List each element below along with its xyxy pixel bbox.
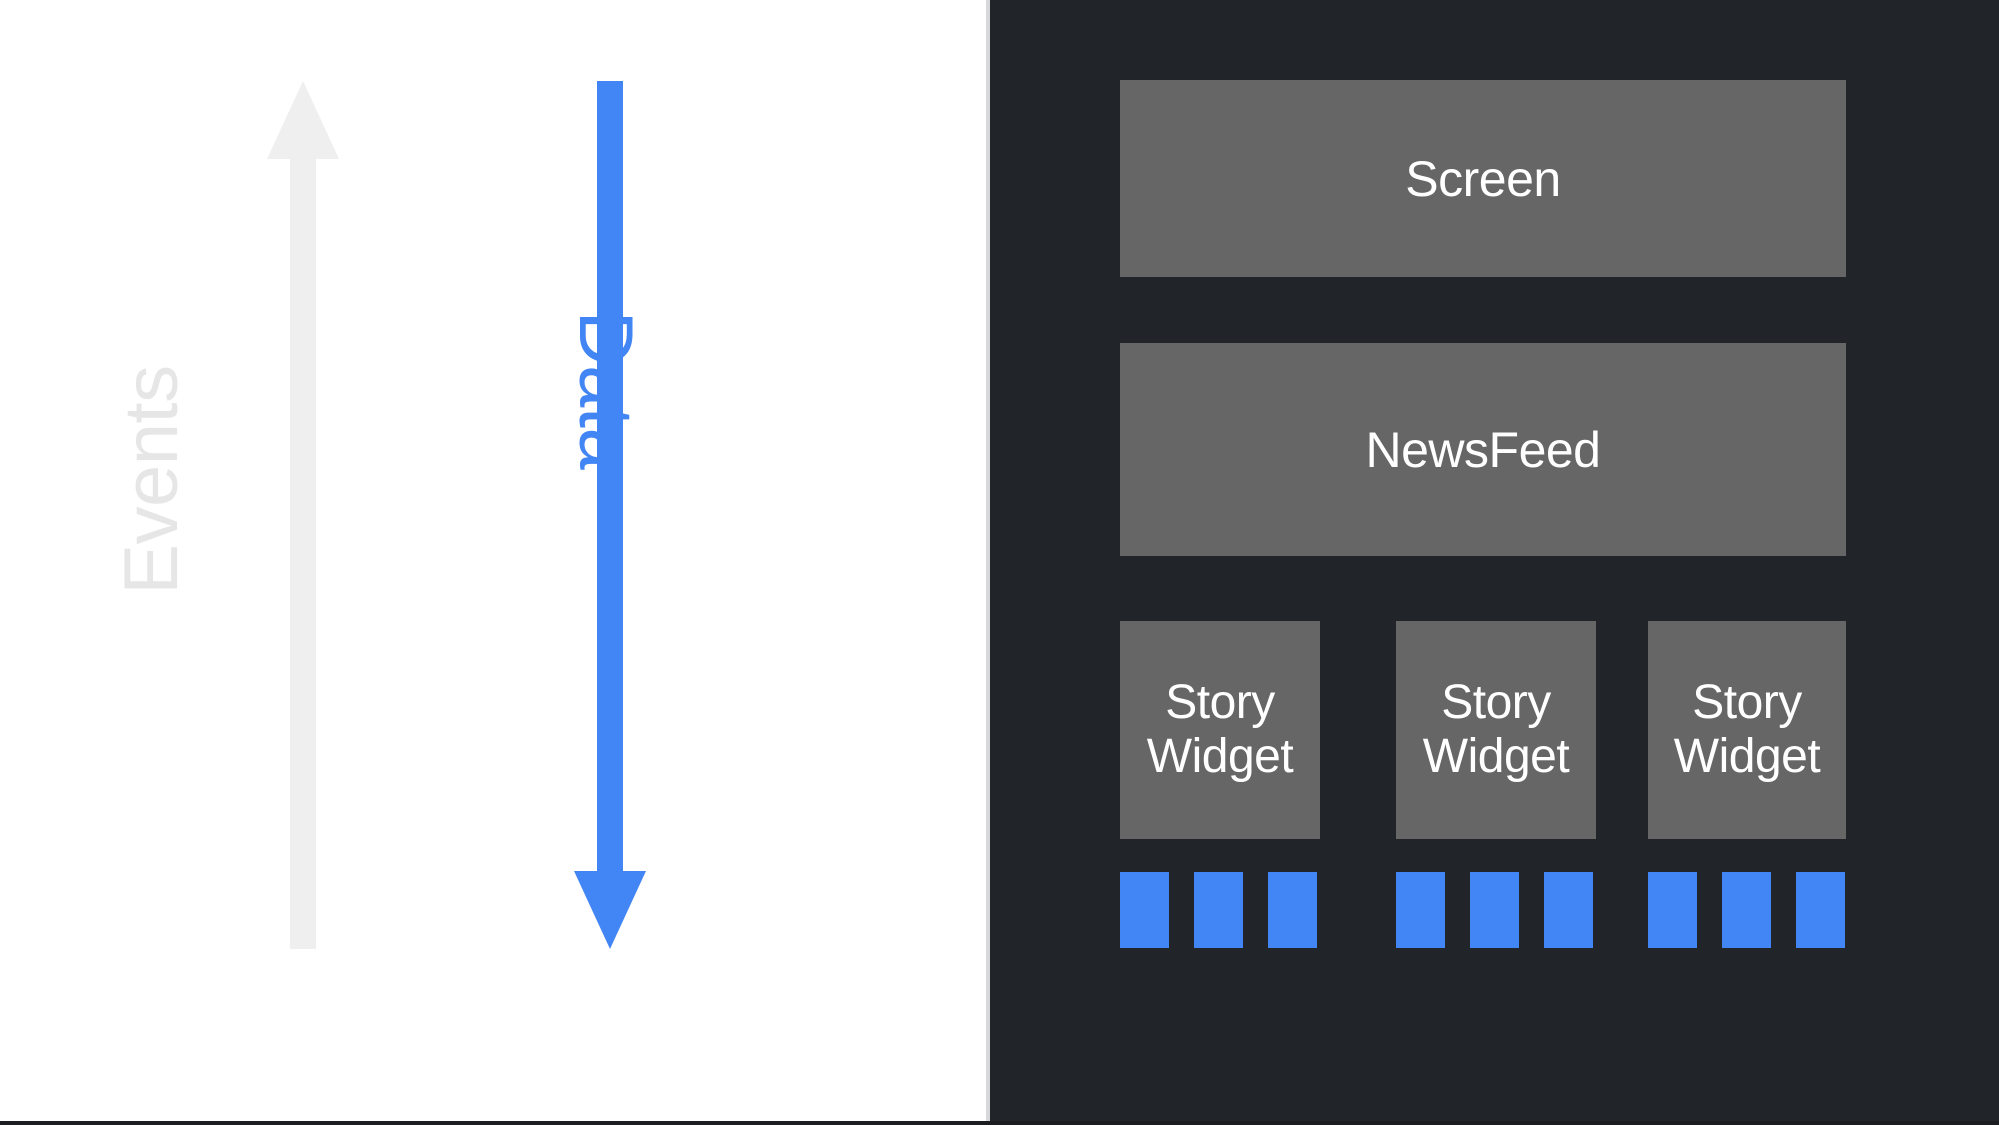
leaf-node [1544, 872, 1593, 948]
pane-divider [986, 0, 990, 1122]
story-widget-line1: Story [1692, 676, 1802, 730]
node-screen: Screen [1120, 80, 1846, 277]
events-flow-label: Events [109, 365, 194, 595]
leaf-node [1120, 872, 1169, 948]
node-newsfeed: NewsFeed [1120, 343, 1846, 556]
story-widget-line2: Widget [1146, 730, 1294, 783]
leaf-node [1268, 872, 1317, 948]
story-widget-line1: Story [1165, 676, 1275, 730]
leaf-node [1796, 872, 1845, 948]
data-arrow-icon [574, 81, 646, 949]
story-widget-line2: Widget [1422, 730, 1570, 783]
story-widget-line2: Widget [1673, 730, 1821, 783]
leaf-node [1396, 872, 1445, 948]
bottom-rule [0, 1121, 1999, 1125]
events-arrow-icon [267, 81, 339, 949]
leaf-node [1470, 872, 1519, 948]
data-flow-label: Data [563, 310, 648, 470]
flow-arrows-pane: Events Data [0, 0, 988, 1125]
story-widget-line1: Story [1441, 676, 1551, 730]
leaf-node [1648, 872, 1697, 948]
leaf-node [1194, 872, 1243, 948]
leaf-node [1722, 872, 1771, 948]
